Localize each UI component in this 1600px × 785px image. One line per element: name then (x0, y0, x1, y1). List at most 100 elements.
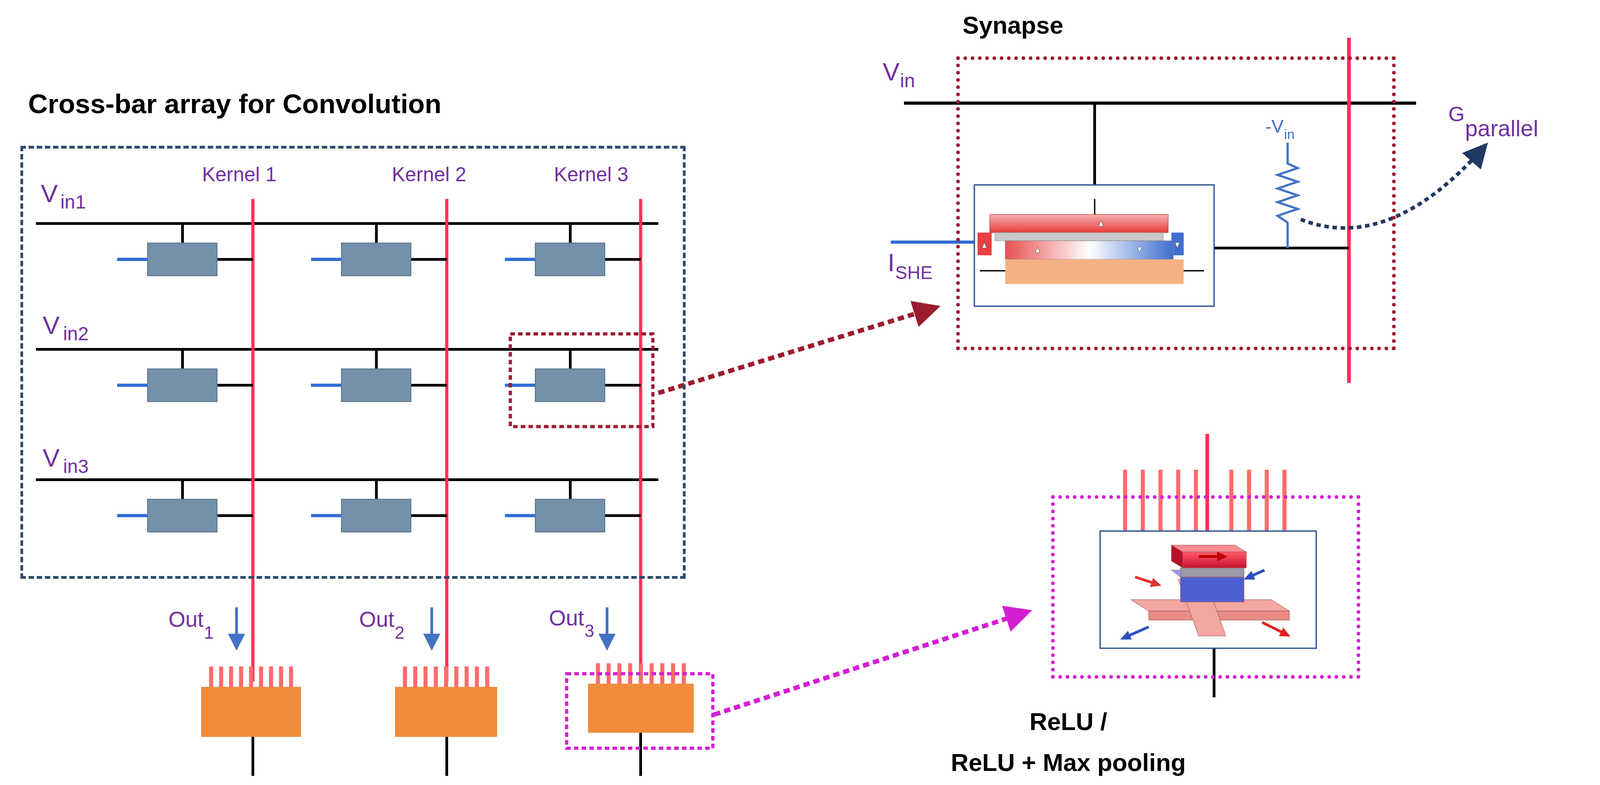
signal-label: 2 (394, 623, 405, 642)
signal-label: -V (1265, 117, 1284, 136)
synapse-device (147, 368, 218, 402)
resistor-symbol (1277, 142, 1298, 248)
wire (1214, 246, 1349, 250)
wire (251, 730, 255, 776)
neuron-block (201, 686, 302, 737)
wire (568, 479, 572, 499)
wire (433, 666, 438, 687)
wire (568, 223, 572, 243)
wire (375, 349, 378, 369)
wire (117, 513, 148, 518)
wire (1176, 469, 1181, 531)
synapse-device (341, 498, 411, 532)
signal-label: Kernel 3 (553, 164, 629, 185)
wire (413, 666, 418, 687)
synapse-device (535, 242, 605, 276)
heading: ReLU + Max pooling (932, 748, 1205, 776)
wire (249, 666, 254, 687)
signal-label: in2 (63, 324, 89, 344)
signal-label: Kernel 2 (391, 164, 467, 185)
spin-arrow (1175, 242, 1180, 248)
region-box: Synapse (956, 56, 1396, 351)
highlight-box (566, 673, 713, 748)
device-frame (1100, 530, 1317, 648)
wire (474, 666, 480, 687)
highlight-box (510, 333, 653, 427)
signal-label: V (882, 59, 900, 85)
synapse-device (535, 498, 605, 532)
wire (464, 666, 469, 687)
wire (375, 479, 378, 499)
spin-arrow (1035, 246, 1040, 253)
free-layer (1171, 544, 1247, 552)
wire (445, 198, 449, 682)
signal-label: Kernel 1 (202, 164, 277, 185)
wire (217, 513, 253, 517)
wire (1264, 469, 1270, 531)
wire (454, 666, 459, 687)
spin-arrow (982, 242, 987, 248)
free-layer (1182, 551, 1247, 568)
wire (445, 730, 449, 776)
synapse-device (535, 368, 605, 402)
wire (251, 198, 255, 682)
wire (658, 307, 936, 393)
wire (35, 347, 659, 351)
heading: ReLU / (932, 707, 1205, 735)
heading: Synapse (962, 11, 1064, 39)
wire (279, 666, 284, 687)
wire (1123, 469, 1128, 531)
wire (423, 666, 428, 687)
wire (235, 607, 238, 647)
free-layer (989, 214, 1169, 233)
signal-label: in3 (63, 456, 89, 476)
signal-label: V (42, 312, 60, 338)
wire (1183, 270, 1205, 272)
wire (605, 607, 609, 647)
wire (239, 666, 244, 687)
wire (1093, 103, 1097, 185)
wire (1205, 433, 1210, 531)
signal-label: in (1283, 127, 1295, 142)
heading: Cross-bar array for Convolution (28, 88, 442, 119)
current-arrow (1217, 551, 1228, 562)
wire (229, 666, 234, 687)
wire (568, 349, 572, 369)
wire (1212, 647, 1216, 697)
neuron-block (395, 686, 498, 737)
signal-label: in1 (60, 192, 86, 212)
current-arrow (1150, 577, 1162, 587)
wire (1229, 469, 1234, 531)
synapse-device (147, 242, 218, 276)
wire (410, 513, 447, 517)
wire (35, 222, 659, 225)
free-layer (1171, 544, 1183, 568)
barrier (1180, 567, 1245, 577)
wire (504, 257, 536, 262)
wire (444, 666, 449, 687)
wire (1140, 469, 1146, 531)
wire (1347, 37, 1351, 383)
tunnel-barrier (994, 232, 1164, 241)
wire (259, 666, 264, 687)
signal-label: I (887, 249, 895, 276)
fixed-layer (1180, 576, 1245, 602)
wire (209, 666, 214, 687)
spin-arrow (1098, 220, 1104, 227)
wire (289, 666, 294, 687)
signal-label: G (1448, 103, 1465, 125)
domain-wall-track (1005, 240, 1174, 260)
wire (410, 383, 447, 387)
signal-label: parallel (1465, 117, 1539, 140)
wire (604, 383, 641, 387)
signal-label: Out (548, 607, 584, 629)
wire (1247, 469, 1252, 531)
wire (181, 349, 184, 369)
wire (311, 383, 342, 387)
wire (890, 240, 975, 244)
wire (410, 257, 447, 261)
wire (219, 666, 224, 687)
wire (269, 666, 274, 687)
wire (979, 270, 1006, 272)
signal-label: Out (359, 608, 395, 631)
